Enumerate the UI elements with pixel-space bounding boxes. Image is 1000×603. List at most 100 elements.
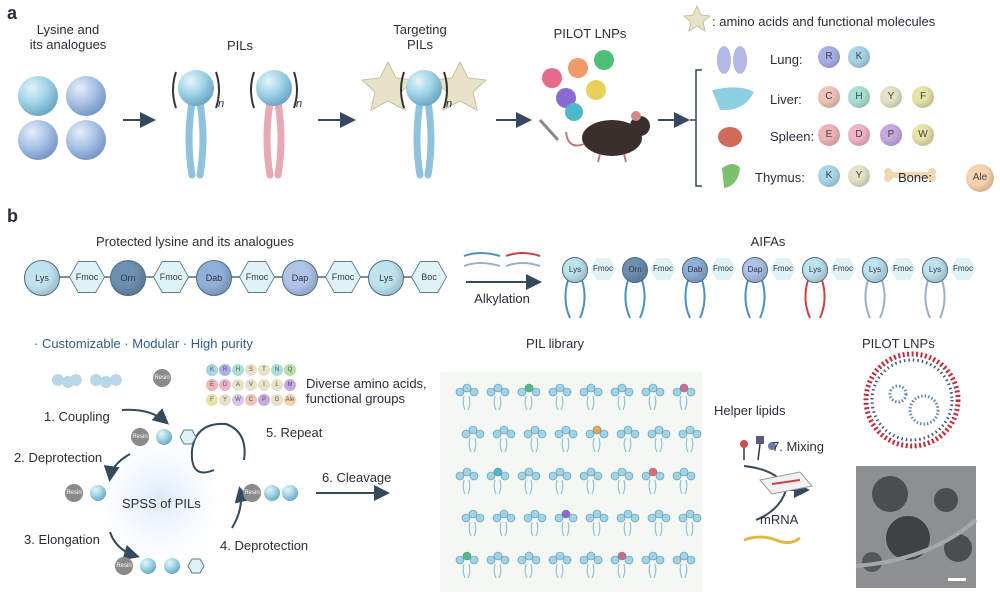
library-bead	[592, 509, 602, 519]
amino-acid-bubble: K	[206, 364, 218, 376]
library-bead	[492, 513, 502, 523]
mrna-icon	[743, 535, 801, 545]
mixing-arrow-bottom	[755, 489, 787, 521]
aifas-title: AIFAs	[750, 234, 786, 249]
library-tail	[648, 395, 657, 411]
amino-acid-bubble: S	[245, 364, 257, 376]
library-bead	[469, 387, 479, 397]
library-bead	[531, 555, 541, 565]
lysine-spheres	[18, 76, 106, 160]
library-bead	[579, 555, 589, 565]
amino-acid-bubble: G	[271, 394, 283, 406]
library-bead	[586, 383, 596, 393]
library-bead	[568, 429, 578, 439]
library-tail	[648, 479, 657, 495]
library-bead	[654, 509, 664, 519]
mixing-label: 7. Mixing	[772, 439, 825, 454]
organ-spleen-letter-3: W	[912, 124, 934, 146]
library-bead	[579, 471, 589, 481]
pilot-lnps-title: PILOT LNPs	[862, 336, 935, 351]
library-tail	[586, 563, 595, 579]
library-title: PIL library	[526, 336, 585, 351]
library-bead	[462, 551, 472, 561]
helper-lipids-label: Helper lipids	[714, 403, 786, 418]
amino-acid-bubble: P	[258, 394, 270, 406]
library-bead	[517, 555, 527, 565]
bone-letter: Ale	[966, 164, 994, 192]
library-bead	[554, 429, 564, 439]
pilot-lnps-label: PILOT LNPs	[553, 26, 627, 41]
organ-name-thymus: Thymus:	[755, 170, 805, 185]
amino-acid-bubble: I	[258, 379, 270, 391]
bone-label: Bone:	[898, 170, 932, 185]
resin-label-0: Resin	[154, 375, 170, 381]
library-bead	[548, 555, 558, 565]
legend-star-icon	[682, 4, 712, 33]
library-tail	[462, 479, 471, 495]
coupling-beads	[52, 374, 122, 388]
library-bead	[462, 467, 472, 477]
aifa-group-3: Fmoc	[770, 258, 796, 280]
amino-acid-bubble: C	[245, 394, 257, 406]
library-bead	[641, 387, 651, 397]
library-bead	[555, 467, 565, 477]
organ-thymus-letter-0: K	[818, 165, 840, 187]
library-bead	[630, 513, 640, 523]
alkylation-lines	[463, 252, 541, 267]
library-bead	[617, 383, 627, 393]
library-bead	[523, 429, 533, 439]
amino-acid-bubble: Q	[284, 364, 296, 376]
library-bead	[654, 425, 664, 435]
library-bead	[672, 471, 682, 481]
library-bead	[672, 555, 682, 565]
library-tail	[555, 395, 564, 411]
organ-name-spleen: Spleen:	[770, 129, 815, 144]
amino-acid-bubble: Y	[219, 394, 231, 406]
library-bead	[585, 429, 595, 439]
library-bead	[517, 387, 527, 397]
library-bead	[455, 387, 465, 397]
pil-library-grid	[455, 383, 702, 579]
library-bead	[475, 429, 485, 439]
library-bead	[655, 387, 665, 397]
library-bead	[562, 387, 572, 397]
pil-pink	[250, 70, 298, 179]
library-bead	[655, 471, 665, 481]
library-tail	[654, 521, 663, 537]
step-elongation: 3. Elongation	[24, 532, 100, 547]
subscript-n-3: n	[446, 98, 453, 110]
library-bead	[469, 555, 479, 565]
library-tail	[586, 395, 595, 411]
library-tail	[499, 521, 508, 537]
library-bead	[486, 471, 496, 481]
organ-lung-letter-0: R	[818, 46, 840, 68]
library-bead	[524, 551, 534, 561]
library-tail	[561, 521, 570, 537]
amino-acid-bubble: T	[258, 364, 270, 376]
spss-beads	[90, 429, 298, 574]
amino-acid-bubble: W	[232, 394, 244, 406]
library-tail	[592, 521, 601, 537]
library-bead	[524, 467, 534, 477]
library-bead	[623, 509, 633, 519]
amino-acid-bubble: V	[245, 379, 257, 391]
aifa-node-0: Lys	[562, 257, 588, 283]
library-tail	[468, 521, 477, 537]
library-bead	[630, 429, 640, 439]
organ-liver-letter-1: H	[848, 86, 870, 108]
library-tail	[679, 479, 688, 495]
library-bead	[686, 387, 696, 397]
library-bead	[616, 513, 626, 523]
library-tail	[617, 563, 626, 579]
resin-label-4: Resin	[116, 563, 132, 569]
library-bead	[610, 387, 620, 397]
library-tail	[685, 521, 694, 537]
subscript-n-2: n	[296, 98, 303, 110]
library-bead	[555, 551, 565, 561]
legend-text: : amino acids and functional molecules	[712, 14, 936, 29]
pils-label: PILs	[226, 38, 253, 53]
library-bead	[655, 555, 665, 565]
library-bead	[623, 425, 633, 435]
library-bead	[692, 513, 702, 523]
